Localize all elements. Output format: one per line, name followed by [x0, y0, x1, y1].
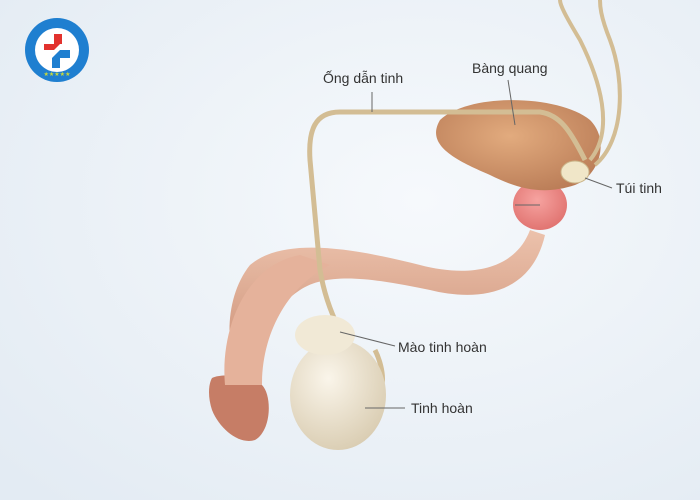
testis [290, 340, 386, 450]
ureter-right [558, 0, 605, 162]
label-seminal-vesicle: Túi tinh [616, 180, 662, 196]
label-epididymis: Mào tinh hoàn [398, 339, 487, 355]
label-vas-deferens: Ống dẫn tinh [323, 70, 404, 86]
clinic-logo: ★★★★★ [25, 18, 89, 82]
leader-lines [339, 79, 613, 409]
epididymis [295, 315, 355, 355]
seminal-vesicle [560, 160, 590, 184]
ureter-left [593, 0, 622, 167]
label-bladder: Bàng quang [472, 60, 548, 76]
shaft [224, 255, 330, 385]
label-testis: Tinh hoàn [411, 400, 473, 416]
svg-text:★★★★★: ★★★★★ [44, 71, 71, 78]
glans [209, 375, 269, 441]
